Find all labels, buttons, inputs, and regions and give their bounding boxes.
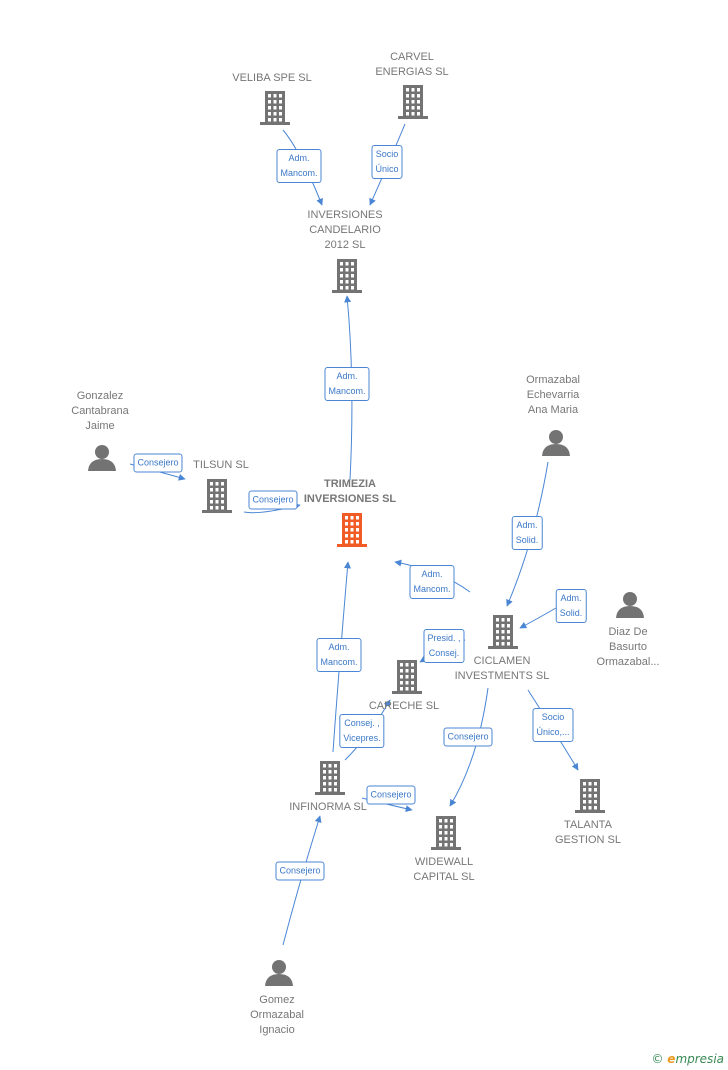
node-label-trimezia[interactable]: TRIMEZIA INVERSIONES SL: [303, 478, 397, 505]
edge-gomez-to-infinorma: [282, 815, 322, 946]
brand-name: mpresia: [675, 1052, 724, 1066]
node-label-careche[interactable]: CARECHE SL: [368, 700, 440, 712]
node-label-ciclamen[interactable]: CICLAMEN INVESTMENTS SL: [454, 655, 550, 682]
node-label-veliba[interactable]: VELIBA SPE SL: [232, 72, 312, 84]
edge-diaz-to-ciclamen: [519, 607, 557, 629]
node-label-diaz[interactable]: Diaz De Basurto Ormazabal...: [596, 626, 660, 668]
edge-label-carvel-to-candelario[interactable]: Socio Único: [371, 145, 403, 179]
edge-label-ciclamen-to-widewall[interactable]: Consejero: [443, 727, 493, 747]
node-label-ormazabal_ana[interactable]: Ormazabal Echevarria Ana Maria: [526, 374, 580, 416]
edge-label-gomez-to-infinorma[interactable]: Consejero: [275, 861, 325, 881]
edge-label-infinorma-to-trimezia[interactable]: Adm. Mancom.: [316, 638, 362, 672]
building-icon-careche: [392, 660, 422, 694]
edge-ciclamen-to-widewall: [449, 687, 489, 807]
edge-label-gonzalez-to-tilsun[interactable]: Consejero: [133, 453, 183, 473]
building-icon-tilsun: [202, 479, 232, 513]
edge-label-infinorma-to-careche[interactable]: Consej. , Vicepres.: [339, 714, 385, 748]
building-icon-trimezia: [337, 513, 367, 547]
edge-label-veliba-to-candelario[interactable]: Adm. Mancom.: [276, 149, 322, 183]
person-icon-diaz: [616, 592, 644, 618]
building-icon-infinorma: [315, 761, 345, 795]
edge-label-diaz-to-ciclamen[interactable]: Adm. Solid.: [555, 589, 587, 623]
building-icon-veliba: [260, 91, 290, 125]
edge-label-ciclamen-to-talanta[interactable]: Socio Único,...: [532, 708, 574, 742]
edge-label-ormazabal_ana-to-ciclamen[interactable]: Adm. Solid.: [511, 516, 543, 550]
building-icon-candelario: [332, 259, 362, 293]
person-icon-gomez: [265, 960, 293, 986]
node-label-talanta[interactable]: TALANTA GESTION SL: [554, 819, 622, 846]
brand-initial: e: [667, 1052, 676, 1066]
node-label-infinorma[interactable]: INFINORMA SL: [289, 801, 367, 813]
edge-label-ciclamen-to-trimezia[interactable]: Adm. Mancom.: [409, 565, 455, 599]
node-label-candelario[interactable]: INVERSIONES CANDELARIO 2012 SL: [307, 209, 383, 251]
node-label-tilsun[interactable]: TILSUN SL: [193, 459, 249, 471]
person-icon-ormazabal_ana: [542, 430, 570, 456]
empresia-logo: © empresia: [651, 1052, 724, 1066]
node-label-gonzalez[interactable]: Gonzalez Cantabrana Jaime: [71, 390, 129, 432]
edge-label-ciclamen-to-careche[interactable]: Presid. , Consej.: [423, 629, 465, 663]
building-icon-widewall: [431, 816, 461, 850]
building-icon-ciclamen: [488, 615, 518, 649]
building-icon-carvel: [398, 85, 428, 119]
edge-label-tilsun-to-trimezia[interactable]: Consejero: [248, 490, 298, 510]
person-icon-gonzalez: [88, 445, 116, 471]
node-label-carvel[interactable]: CARVEL ENERGIAS SL: [375, 51, 449, 78]
copyright-symbol: ©: [651, 1052, 664, 1066]
building-icon-talanta: [575, 779, 605, 813]
node-label-gomez[interactable]: Gomez Ormazabal Ignacio: [250, 994, 304, 1036]
node-label-widewall[interactable]: WIDEWALL CAPITAL SL: [413, 856, 475, 883]
edge-label-trimezia-to-candelario[interactable]: Adm. Mancom.: [324, 367, 370, 401]
edge-label-infinorma-to-widewall[interactable]: Consejero: [366, 785, 416, 805]
